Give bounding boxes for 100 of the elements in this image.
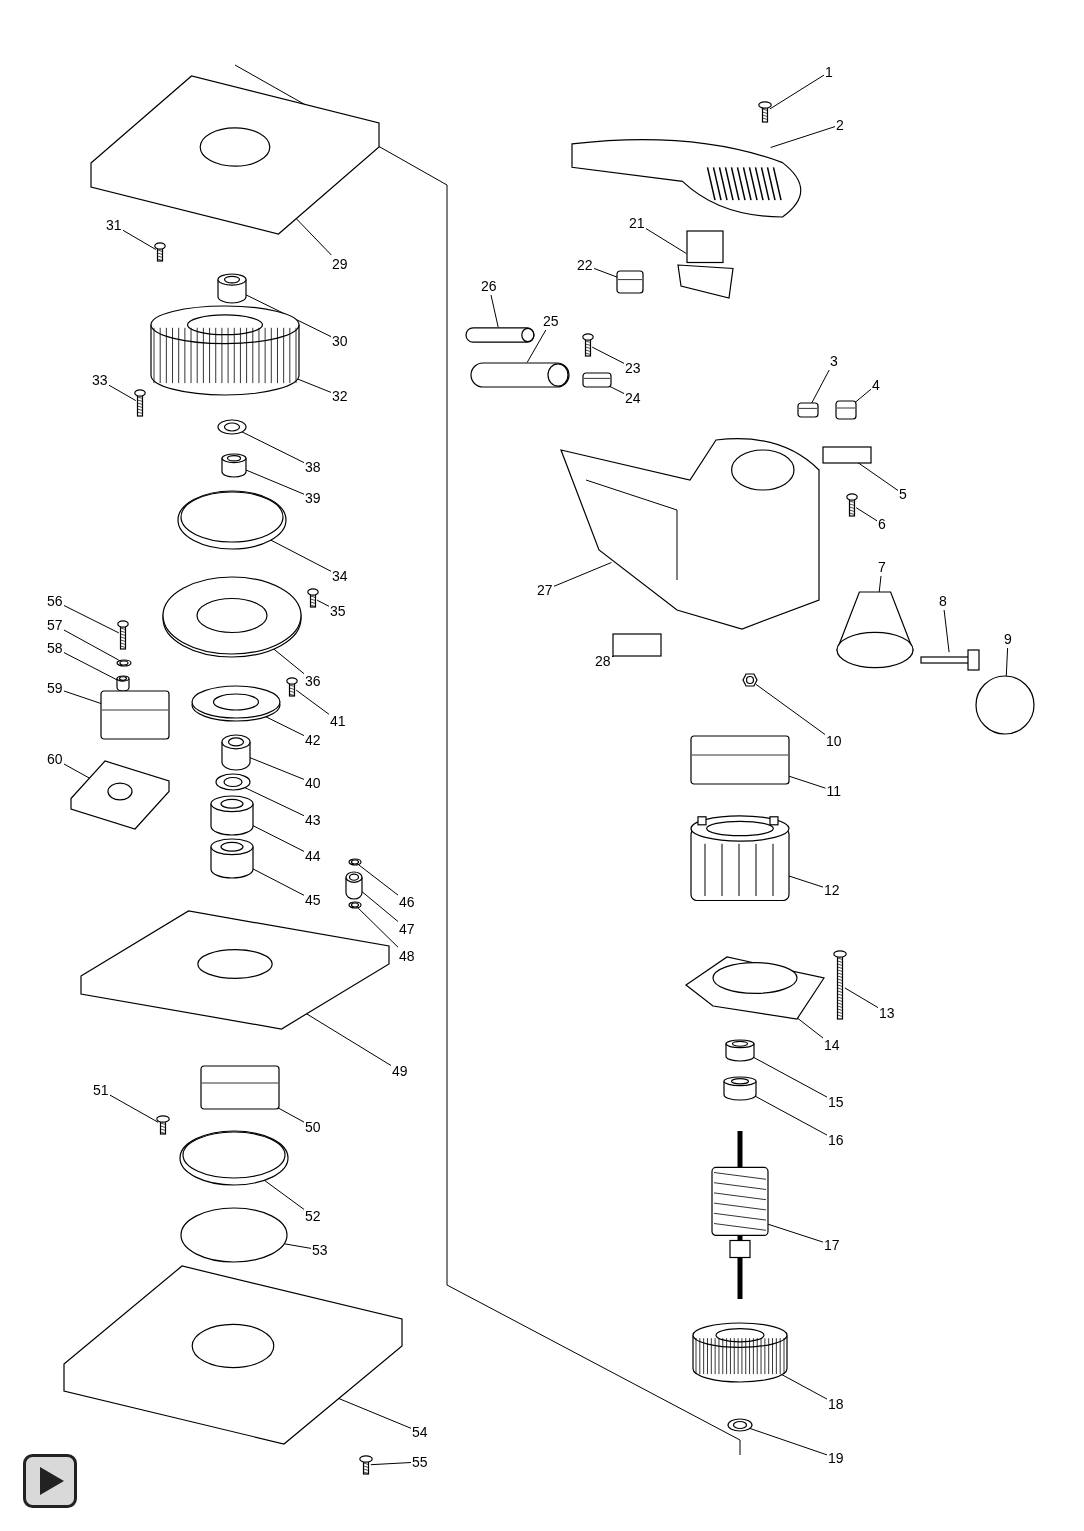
callout-number: 23: [625, 360, 641, 376]
leader-line: [63, 763, 90, 779]
bearing-drawing: [725, 1039, 755, 1061]
leader-line: [770, 126, 836, 148]
leader-line: [490, 294, 499, 328]
terminal-drawing: [835, 400, 857, 420]
callout-number: 57: [47, 617, 63, 633]
leader-line: [370, 1462, 412, 1466]
bearing-drawing: [210, 838, 254, 878]
callout-number: 42: [305, 732, 321, 748]
callout-number: 51: [93, 1082, 109, 1098]
leader-line: [855, 507, 878, 522]
screw-drawing: [846, 493, 858, 517]
callout-number: 28: [595, 653, 611, 669]
callout-number: 58: [47, 640, 63, 656]
callout-number: 10: [826, 733, 842, 749]
leader-line: [109, 1094, 159, 1123]
leader-line: [769, 74, 825, 110]
callout-number: 9: [1004, 631, 1012, 647]
callout-number: 5: [899, 486, 907, 502]
bolt-drawing: [833, 950, 847, 1020]
callout-number: 59: [47, 680, 63, 696]
washer-drawing: [116, 659, 132, 667]
callout-number: 22: [577, 257, 593, 273]
callout-number: 3: [830, 353, 838, 369]
leader-line: [591, 346, 625, 364]
callout-number: 49: [392, 1063, 408, 1079]
ring-drawing: [348, 901, 362, 909]
callout-number: 15: [828, 1094, 844, 1110]
brush-holder-drawing: [690, 735, 790, 785]
bearing-drawing: [723, 1076, 757, 1100]
screw-drawing: [154, 242, 166, 262]
callout-number: 39: [305, 490, 321, 506]
screw-drawing: [307, 588, 319, 608]
callout-number: 12: [824, 882, 840, 898]
callout-number: 7: [878, 559, 886, 575]
leader-line: [645, 228, 687, 254]
switch-drawing: [675, 230, 735, 300]
bearing-box-drawing: [191, 682, 281, 722]
callout-number: 54: [412, 1424, 428, 1440]
leader-line: [357, 907, 399, 948]
callout-number: 19: [828, 1450, 844, 1466]
screw-drawing: [582, 333, 594, 357]
screw-drawing: [359, 1455, 373, 1475]
switch-plate-drawing: [70, 760, 170, 830]
callout-number: 56: [47, 593, 63, 609]
callout-number: 35: [330, 603, 346, 619]
leader-line: [755, 683, 826, 735]
callout-number: 44: [305, 848, 321, 864]
callout-number: 43: [305, 812, 321, 828]
label-plate-drawing: [612, 633, 662, 657]
callout-number: 60: [47, 751, 63, 767]
screw-drawing: [134, 389, 146, 417]
screw-drawing: [117, 620, 129, 650]
leader-line: [63, 629, 120, 661]
callout-number: 17: [824, 1237, 840, 1253]
callout-number: 53: [312, 1242, 328, 1258]
callout-number: 34: [332, 568, 348, 584]
screw-drawing: [758, 101, 772, 123]
leader-line: [844, 987, 879, 1009]
bolt-drawing: [920, 648, 980, 672]
capacitor-drawing: [616, 270, 644, 294]
callout-number: 32: [332, 388, 348, 404]
ring-drawing: [348, 858, 362, 866]
fan-drawing: [692, 1322, 788, 1382]
callout-number: 33: [92, 372, 108, 388]
gear-housing-drawing: [90, 75, 380, 235]
cap-drawing: [975, 675, 1035, 735]
callout-number: 30: [332, 333, 348, 349]
callout-number: 26: [481, 278, 497, 294]
callout-number: 50: [305, 1119, 321, 1135]
washer-drawing: [727, 1418, 753, 1432]
callout-number: 25: [543, 313, 559, 329]
leader-line: [241, 431, 305, 464]
callout-number: 38: [305, 459, 321, 475]
leader-line: [108, 384, 137, 402]
callout-number: 36: [305, 673, 321, 689]
washer-drawing: [215, 773, 251, 791]
callout-number: 16: [828, 1132, 844, 1148]
counterweight-drawing: [200, 1064, 280, 1110]
clip-drawing: [582, 372, 612, 388]
screw-drawing: [156, 1115, 170, 1135]
spacer-drawing: [345, 871, 363, 899]
sanding-pad-drawing: [63, 1265, 403, 1445]
front-cover-drawing: [836, 590, 914, 670]
bushing-drawing: [221, 453, 247, 477]
callout-number: 4: [872, 377, 880, 393]
callout-number: 29: [332, 256, 348, 272]
lever-drawing: [100, 690, 170, 740]
ring-drawing: [177, 490, 287, 550]
callout-number: 11: [826, 783, 842, 799]
leader-line: [553, 562, 612, 587]
callout-number: 41: [330, 713, 346, 729]
nut-drawing: [741, 673, 759, 687]
callout-number: 52: [305, 1208, 321, 1224]
leader-line: [63, 605, 120, 634]
armature-drawing: [710, 1130, 770, 1300]
callout-number: 13: [879, 1005, 895, 1021]
leader-line: [943, 609, 950, 653]
callout-number: 45: [305, 892, 321, 908]
